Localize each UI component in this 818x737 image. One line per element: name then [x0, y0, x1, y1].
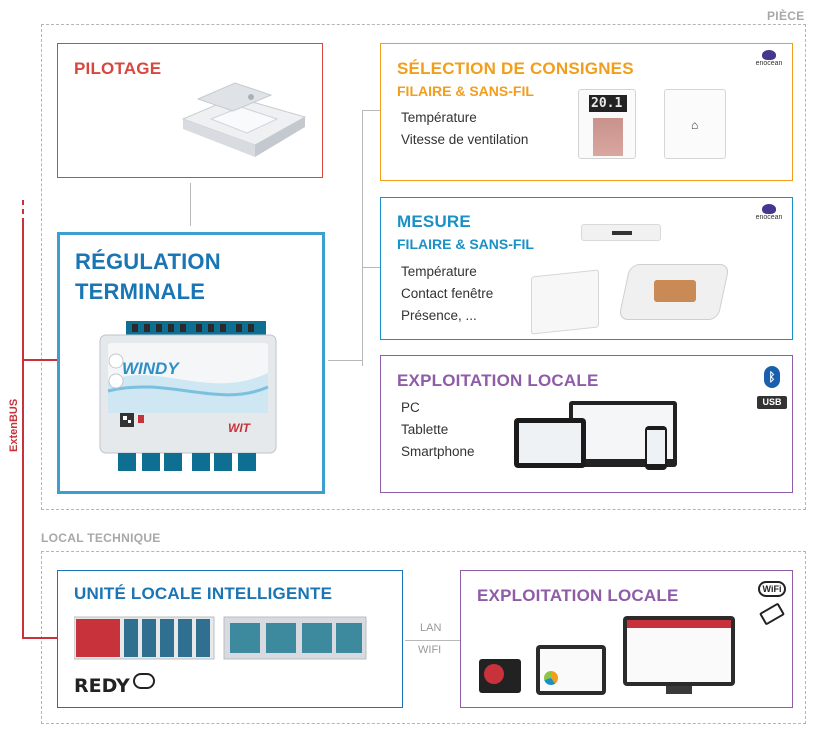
wifi-icon-label: WiFi: [762, 584, 782, 594]
connector-bracket-vertical: [362, 110, 363, 366]
enocean-icon: [762, 50, 776, 60]
exploitation-piece-box: EXPLOITATION LOCALE PC Tablette Smartpho…: [380, 355, 793, 493]
touch-panel-device: [479, 659, 521, 693]
cassette-unit-icon: [181, 82, 307, 157]
unite-box: UNITÉ LOCALE INTELLIGENTE REDY: [57, 570, 403, 708]
windy-device: WINDY WIT: [98, 321, 278, 473]
local-technique-zone-label: LOCAL TECHNIQUE: [41, 531, 161, 545]
monitor-dashboard-device: [623, 616, 735, 686]
exploitation-piece-list: PC Tablette Smartphone: [401, 397, 475, 463]
enocean-icon: [762, 204, 776, 214]
presence-sensor: [618, 264, 730, 320]
unite-title: UNITÉ LOCALE INTELLIGENTE: [74, 584, 333, 603]
connector-bracket-consignes: [362, 110, 380, 111]
chat-bubble-icon: [133, 673, 155, 689]
pilotage-title: PILOTAGE: [74, 59, 162, 78]
consignes-item: Température: [401, 110, 477, 125]
exploitation-piece-item: Smartphone: [401, 444, 475, 459]
exploitation-piece-title: EXPLOITATION LOCALE: [397, 371, 599, 390]
wifi-icon: WiFi: [758, 581, 786, 597]
exploitation-piece-item: PC: [401, 400, 420, 415]
redy-brand: REDY: [74, 675, 130, 697]
thermostat-display-device: 20.1: [578, 89, 636, 159]
thermostat-display-value: 20.1: [591, 96, 623, 111]
mesure-title: MESURE: [397, 212, 471, 231]
usb-label: USB: [762, 397, 782, 407]
pilotage-box: PILOTAGE: [57, 43, 323, 178]
consignes-box: SÉLECTION DE CONSIGNES FILAIRE & SANS-FI…: [380, 43, 793, 181]
extenbus-branch-unite: [22, 637, 57, 639]
temperature-sensor: [531, 269, 599, 335]
tablet-dashboard-device: [536, 645, 606, 695]
consignes-list: Température Vitesse de ventilation: [401, 107, 528, 151]
usb-icon: USB: [757, 396, 787, 409]
mesure-item: Présence, ...: [401, 308, 477, 323]
enocean-badge: enocean: [752, 204, 786, 226]
piece-zone-label: PIÈCE: [765, 9, 807, 23]
mesure-box: MESURE FILAIRE & SANS-FIL Température Co…: [380, 197, 793, 340]
lan-label: LAN: [420, 622, 442, 634]
piece-zone: [41, 24, 806, 510]
consignes-subtitle: FILAIRE & SANS-FIL: [397, 83, 534, 99]
wifi-label: WIFI: [418, 644, 442, 656]
mesure-list: Température Contact fenêtre Présence, ..…: [401, 261, 493, 327]
house-icon: ⌂: [691, 118, 699, 132]
mesure-item: Température: [401, 264, 477, 279]
connector-pilotage-regulation: [190, 183, 191, 226]
smartphone-device: [645, 426, 667, 470]
wireless-switch-device: ⌂: [664, 89, 726, 159]
tablet-device: [514, 418, 586, 468]
lan-wifi-connector: [405, 640, 460, 641]
connector-regulation-bracket: [328, 360, 362, 361]
controller-modules-image: [74, 616, 367, 660]
bluetooth-icon: ᛒ: [764, 366, 780, 388]
ethernet-icon: [758, 602, 786, 626]
exploitation-local-box: EXPLOITATION LOCALE WiFi: [460, 570, 793, 708]
regulation-title-line1: RÉGULATION: [75, 249, 221, 274]
windy-brand-label: WINDY: [122, 359, 179, 378]
wit-logo: WIT: [228, 421, 250, 435]
exploitation-piece-item: Tablette: [401, 422, 449, 437]
enocean-badge: enocean: [752, 50, 786, 72]
consignes-title: SÉLECTION DE CONSIGNES: [397, 59, 634, 78]
regulation-title-line2: TERMINALE: [75, 279, 206, 304]
window-contact-sensor: [581, 224, 661, 241]
extenbus-label: ExtenBUS: [8, 395, 20, 455]
mesure-subtitle: FILAIRE & SANS-FIL: [397, 236, 534, 252]
monitor-stand: [666, 686, 692, 694]
extenbus-line: [22, 220, 24, 638]
connector-bracket-mesure: [362, 267, 380, 268]
extenbus-line-top-stub: [22, 200, 24, 220]
mesure-item: Contact fenêtre: [401, 286, 494, 301]
consignes-item: Vitesse de ventilation: [401, 132, 529, 147]
regulation-box: RÉGULATION TERMINALE WINDY WIT: [57, 232, 325, 494]
exploitation-local-title: EXPLOITATION LOCALE: [477, 586, 679, 605]
extenbus-branch-regulation: [22, 359, 57, 361]
